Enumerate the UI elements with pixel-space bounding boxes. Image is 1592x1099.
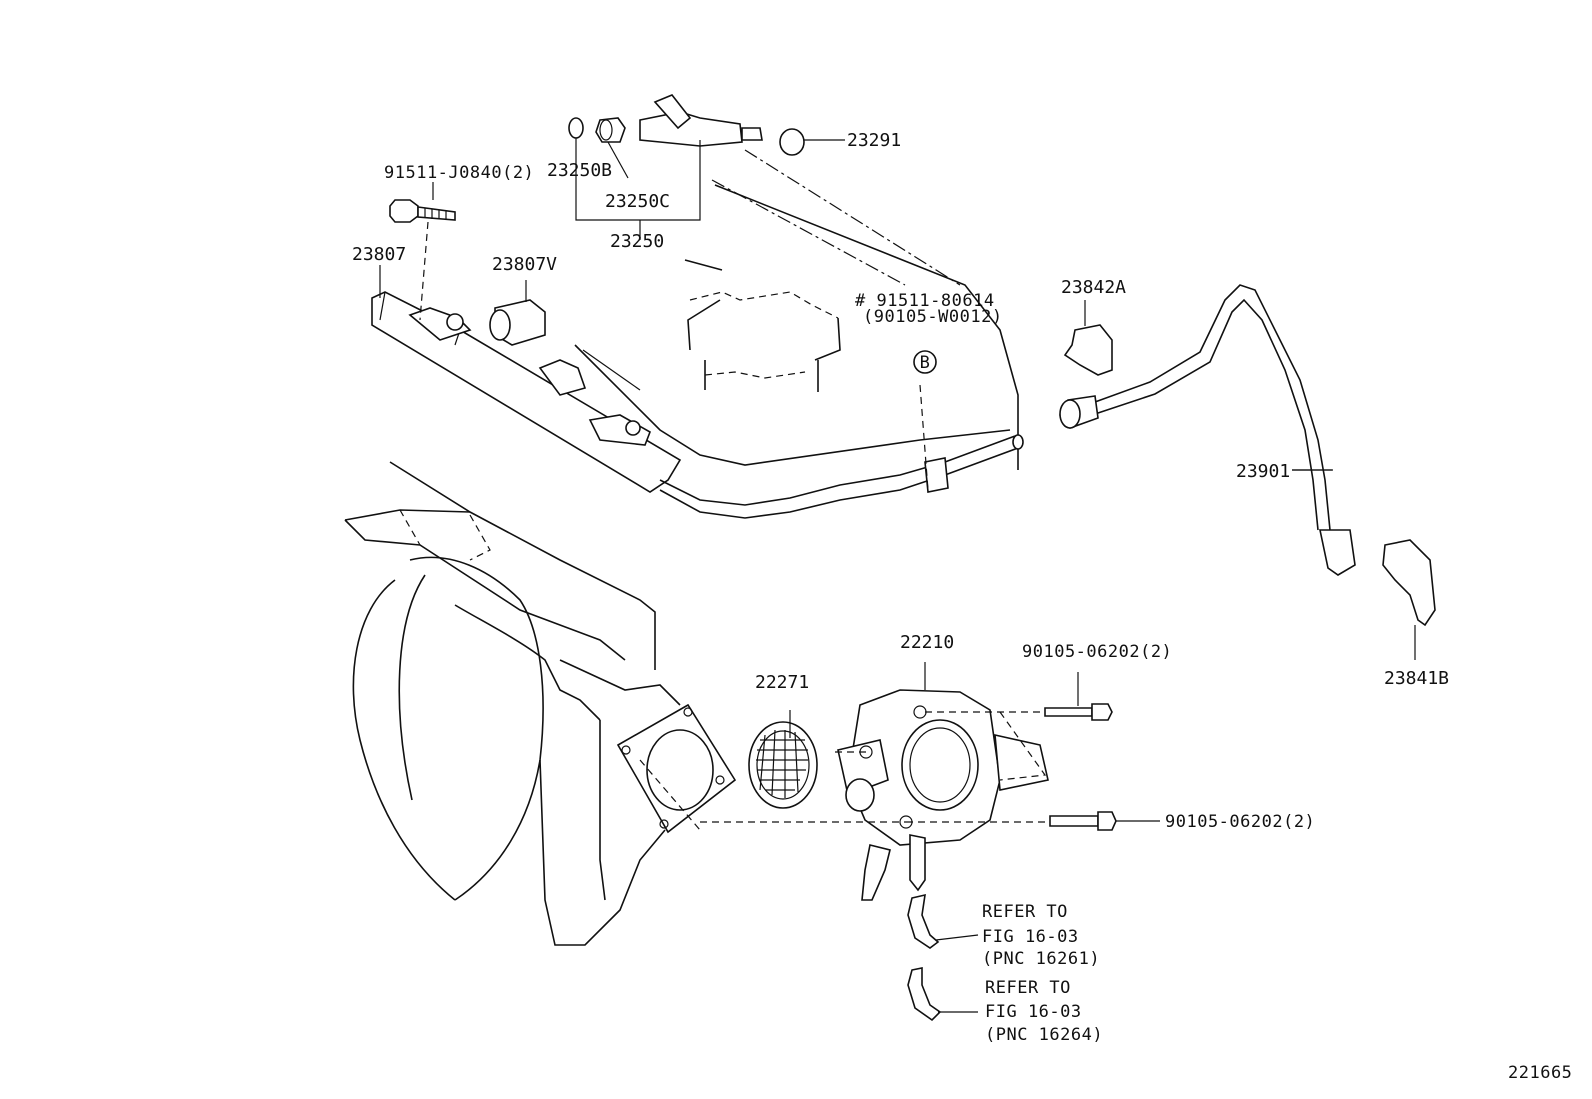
label-23807: 23807 xyxy=(352,244,406,265)
hose-refer-16264 xyxy=(907,967,978,1022)
manifold-flange xyxy=(616,703,737,834)
leader-lines xyxy=(379,182,1333,471)
label-91511-j0840: 91511-J0840(2) xyxy=(384,163,534,183)
circle-b-label: B xyxy=(920,353,931,373)
injector-leaders xyxy=(575,138,961,286)
bolt-90105-06202-bottom xyxy=(1049,811,1160,831)
refer-16264-line3: (PNC 16264) xyxy=(985,1025,1103,1045)
part-labels: 91511-J0840(2) 23807 23807V 23250B 23250… xyxy=(352,130,1572,1083)
label-23250c: 23250C xyxy=(605,191,670,212)
label-91511-80614: # 91511-80614 xyxy=(855,291,995,311)
refer-16264-line2: FIG 16-03 xyxy=(985,1002,1082,1022)
label-22271: 22271 xyxy=(755,672,809,693)
label-23842a: 23842A xyxy=(1061,277,1126,298)
clip-23841b xyxy=(1382,539,1436,660)
cylinder-head-cover xyxy=(574,184,1019,470)
label-90105-w0012: (90105-W0012) xyxy=(863,307,1003,327)
label-90105-06202-top: 90105-06202(2) xyxy=(1022,642,1172,662)
clip-23842a xyxy=(1063,300,1113,376)
throttle-body-22210 xyxy=(700,662,1049,901)
label-22210: 22210 xyxy=(900,632,954,653)
intake-manifold xyxy=(344,461,681,946)
fuel-delivery-pipe xyxy=(371,291,1024,519)
label-23901: 23901 xyxy=(1236,461,1290,482)
label-90105-06202-bottom: 90105-06202(2) xyxy=(1165,812,1315,832)
refer-16261-line3: (PNC 16261) xyxy=(982,949,1100,969)
hose-refer-16261 xyxy=(907,893,979,949)
refer-16261-line1: REFER TO xyxy=(982,902,1068,922)
circle-b-marker: B xyxy=(913,350,937,374)
figure-number: 221665 xyxy=(1508,1063,1572,1083)
fuel-tube-23901 xyxy=(1059,284,1356,576)
bolt-91511-j0840 xyxy=(389,199,456,321)
fuel-injector xyxy=(568,94,805,156)
label-23250: 23250 xyxy=(610,231,664,252)
label-23807v: 23807V xyxy=(492,254,557,275)
refer-16264-line1: REFER TO xyxy=(985,978,1071,998)
insulator-23807v xyxy=(489,299,546,346)
label-23841b: 23841B xyxy=(1384,668,1449,689)
refer-16261-line2: FIG 16-03 xyxy=(982,927,1079,947)
gasket-22271 xyxy=(748,710,818,809)
label-23250b: 23250B xyxy=(547,160,612,181)
bolt-90105-06202-top xyxy=(1044,672,1113,721)
label-23291: 23291 xyxy=(847,130,901,151)
